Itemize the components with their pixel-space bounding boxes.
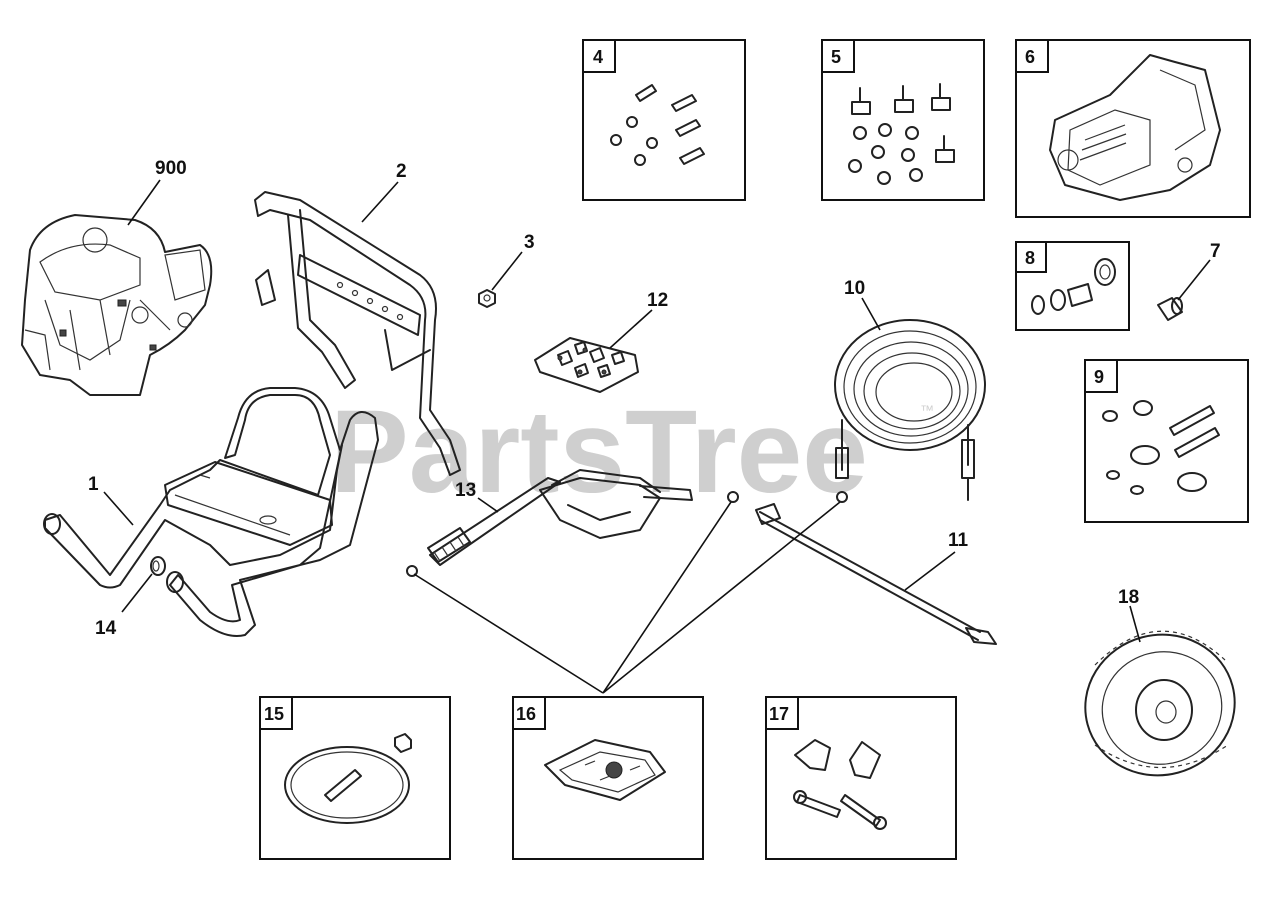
leader-3 bbox=[491, 251, 523, 291]
kit-label-17: 17 bbox=[769, 704, 789, 724]
part-nozzle-set[interactable] bbox=[534, 337, 639, 393]
leader-2 bbox=[361, 181, 399, 223]
part-lance[interactable] bbox=[755, 503, 997, 645]
leader-18 bbox=[1129, 605, 1141, 643]
leaders-kit-16 bbox=[413, 501, 841, 694]
kit-label-5: 5 bbox=[831, 47, 841, 67]
callout-12: 12 bbox=[647, 290, 668, 311]
callout-7: 7 bbox=[1210, 241, 1221, 262]
watermark: PartsTree bbox=[330, 386, 868, 518]
watermark-trademark: ™ bbox=[920, 402, 934, 418]
kit-label-9: 9 bbox=[1094, 367, 1104, 387]
callout-3: 3 bbox=[524, 232, 535, 253]
callout-10: 10 bbox=[844, 278, 865, 299]
callout-900: 900 bbox=[155, 158, 187, 179]
leader-7 bbox=[1177, 259, 1211, 301]
callout-14: 14 bbox=[95, 618, 117, 639]
callout-18: 18 bbox=[1118, 587, 1139, 608]
part-spray-gun[interactable] bbox=[406, 469, 693, 577]
part-o-ring-2[interactable] bbox=[836, 491, 848, 503]
kit-box-5[interactable]: 5 bbox=[821, 39, 985, 201]
kit-box-8[interactable]: 8 bbox=[1015, 241, 1130, 331]
kit-box-6[interactable]: 6 bbox=[1015, 39, 1251, 218]
part-nut[interactable] bbox=[478, 289, 496, 308]
kit-box-15[interactable]: 15 bbox=[259, 696, 451, 860]
kit-label-4: 4 bbox=[593, 47, 603, 67]
kit-label-16: 16 bbox=[516, 704, 536, 724]
kit-box-4[interactable]: 4 bbox=[582, 39, 746, 201]
kit-label-6: 6 bbox=[1025, 47, 1035, 67]
kit-box-9[interactable]: 9 bbox=[1084, 359, 1249, 523]
kit-label-15: 15 bbox=[264, 704, 284, 724]
part-engine[interactable] bbox=[21, 214, 213, 396]
part-adapter[interactable] bbox=[1157, 297, 1183, 321]
leader-1 bbox=[103, 491, 134, 526]
part-wheel[interactable] bbox=[1069, 618, 1250, 792]
kit-box-16[interactable]: 16 bbox=[512, 696, 704, 860]
part-handle[interactable] bbox=[254, 191, 461, 476]
leader-900 bbox=[127, 179, 161, 226]
callout-2: 2 bbox=[396, 161, 407, 182]
leader-10 bbox=[861, 297, 881, 331]
part-hose[interactable] bbox=[834, 319, 986, 501]
kit-label-8: 8 bbox=[1025, 248, 1035, 268]
kit-box-17[interactable]: 17 bbox=[765, 696, 957, 860]
part-o-ring-1[interactable] bbox=[727, 491, 739, 503]
part-base-frame[interactable] bbox=[43, 387, 379, 637]
leader-14 bbox=[121, 573, 153, 613]
callout-11: 11 bbox=[948, 530, 969, 551]
callout-13: 13 bbox=[455, 480, 476, 501]
part-cap[interactable] bbox=[150, 556, 166, 576]
callout-1: 1 bbox=[88, 474, 99, 495]
leader-13 bbox=[477, 497, 499, 513]
leader-12 bbox=[609, 309, 653, 349]
leader-11 bbox=[904, 551, 956, 591]
